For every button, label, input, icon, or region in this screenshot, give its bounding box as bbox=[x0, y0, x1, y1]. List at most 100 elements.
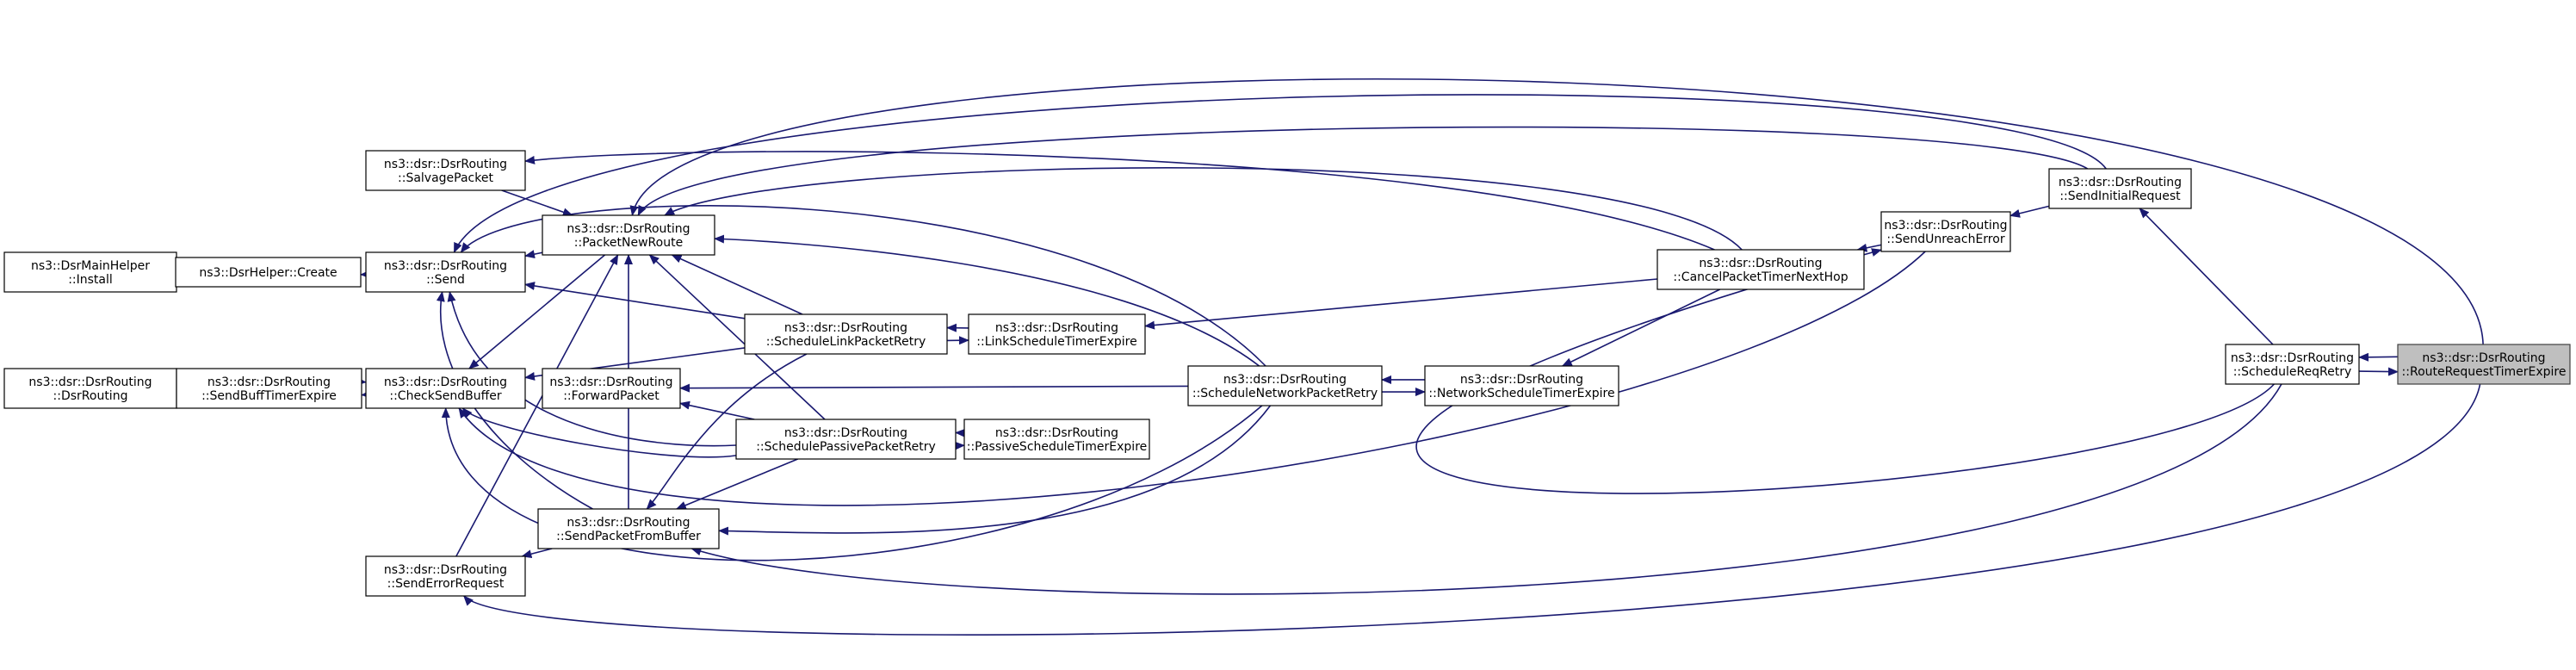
edge-cptnh-to-salvage bbox=[524, 151, 1715, 251]
edge-snpr-to-checksend bbox=[441, 405, 1263, 561]
node-box bbox=[963, 419, 1150, 460]
edge-rrte-to-senderror bbox=[463, 383, 2481, 636]
node-send[interactable]: ns3::dsr::DsrRouting::Send bbox=[365, 251, 526, 293]
node-nste[interactable]: ns3::dsr::DsrRouting::NetworkScheduleTim… bbox=[1424, 365, 1619, 406]
node-slpr[interactable]: ns3::dsr::DsrRouting::ScheduleLinkPacket… bbox=[744, 313, 948, 355]
node-box bbox=[175, 257, 362, 288]
node-label-line: ::RouteRequestTimerExpire bbox=[2402, 365, 2567, 379]
node-fwd[interactable]: ns3::dsr::DsrRouting::ForwardPacket bbox=[542, 368, 681, 409]
node-label-line: ::NetworkScheduleTimerExpire bbox=[1428, 387, 1614, 400]
edge-srr-to-rrte bbox=[2358, 367, 2399, 376]
node-label-line: ::Send bbox=[426, 273, 465, 287]
node-label-line: ns3::DsrMainHelper bbox=[31, 259, 150, 273]
node-salvage[interactable]: ns3::dsr::DsrRouting::SalvagePacket bbox=[365, 150, 526, 191]
edge-sue-to-checksend bbox=[458, 251, 1926, 506]
node-label-line: ::SalvagePacket bbox=[398, 171, 493, 185]
edge-sir-to-send bbox=[453, 94, 2107, 253]
node-box bbox=[537, 508, 720, 549]
node-label-line: ns3::dsr::DsrRouting bbox=[384, 563, 507, 577]
node-label-line: ::ScheduleLinkPacketRetry bbox=[766, 335, 926, 349]
node-layer: ns3::DsrMainHelper::Install ns3::DsrHelpe… bbox=[3, 150, 2571, 597]
node-label-line: ::PassiveScheduleTimerExpire bbox=[967, 440, 1148, 454]
edge-snpr-to-pnr bbox=[714, 234, 1260, 367]
edge-cptnh-to-pnr bbox=[664, 167, 1743, 251]
node-box bbox=[2397, 344, 2571, 385]
node-lste[interactable]: ns3::dsr::DsrRouting::LinkScheduleTimerE… bbox=[968, 313, 1146, 355]
node-label-line: ns3::dsr::DsrRouting bbox=[567, 516, 690, 530]
edge-snpr-to-spfb bbox=[718, 405, 1272, 536]
node-label-line: ::Install bbox=[68, 273, 113, 287]
node-label-line: ns3::dsr::DsrRouting bbox=[28, 375, 152, 389]
node-label-line: ::ForwardPacket bbox=[563, 389, 659, 403]
node-pnr[interactable]: ns3::dsr::DsrRouting::PacketNewRoute bbox=[542, 214, 715, 256]
node-label-line: ns3::dsr::DsrRouting bbox=[2422, 351, 2545, 365]
edge-layer bbox=[166, 78, 2484, 636]
edge-sppr-to-checksend bbox=[461, 407, 737, 458]
node-snpr[interactable]: ns3::dsr::DsrRouting::ScheduleNetworkPac… bbox=[1187, 365, 1383, 406]
node-label-line: ns3::dsr::DsrRouting bbox=[784, 321, 907, 335]
node-label-line: ::ScheduleReqRetry bbox=[2233, 365, 2352, 379]
node-label-line: ns3::dsr::DsrRouting bbox=[1884, 219, 2007, 233]
node-box bbox=[1424, 365, 1619, 406]
edge-salvage-to-pnr bbox=[501, 189, 573, 217]
node-install[interactable]: ns3::DsrMainHelper::Install bbox=[3, 251, 177, 293]
node-srr[interactable]: ns3::dsr::DsrRouting::ScheduleReqRetry bbox=[2225, 344, 2360, 385]
edge-spfb-to-senderror bbox=[521, 548, 553, 559]
node-rrte[interactable]: ns3::dsr::DsrRouting::RouteRequestTimerE… bbox=[2397, 344, 2571, 385]
node-label-line: ::PacketNewRoute bbox=[574, 236, 683, 250]
node-box bbox=[176, 368, 362, 409]
edge-sue-to-cptnh bbox=[1856, 243, 1882, 252]
node-box bbox=[365, 555, 526, 597]
edge-slpr-to-send bbox=[524, 282, 746, 319]
node-box bbox=[1880, 211, 2011, 252]
edge-cptnh-to-nste bbox=[1561, 288, 1721, 367]
edge-senderror-to-pnr bbox=[455, 254, 619, 557]
node-cptnh[interactable]: ns3::dsr::DsrRouting::CancelPacketTimerN… bbox=[1656, 249, 1865, 290]
node-label-line: ns3::dsr::DsrRouting bbox=[995, 426, 1118, 440]
node-label-line: ::SchedulePassivePacketRetry bbox=[756, 440, 936, 454]
edge-sppr-to-fwd bbox=[679, 400, 755, 420]
node-create[interactable]: ns3::DsrHelper::Create bbox=[175, 257, 362, 288]
edge-slpr-to-spfb bbox=[646, 353, 808, 510]
node-sue[interactable]: ns3::dsr::DsrRouting::SendUnreachError bbox=[1880, 211, 2011, 252]
node-label-line: ns3::dsr::DsrRouting bbox=[384, 259, 507, 273]
node-box bbox=[1187, 365, 1383, 406]
edge-sppr-to-pnr bbox=[648, 254, 826, 420]
edge-snpr-to-fwd bbox=[679, 383, 1189, 393]
node-sir[interactable]: ns3::dsr::DsrRouting::SendInitialRequest bbox=[2048, 168, 2192, 209]
node-label-line: ::SendInitialRequest bbox=[2059, 189, 2181, 203]
node-box bbox=[365, 251, 526, 293]
node-label-line: ns3::dsr::DsrRouting bbox=[2231, 351, 2354, 365]
node-box bbox=[744, 313, 948, 355]
node-box bbox=[365, 368, 526, 409]
node-pste[interactable]: ns3::dsr::DsrRouting::PassiveScheduleTim… bbox=[963, 419, 1150, 460]
node-box bbox=[542, 214, 715, 256]
edge-srr-to-sir bbox=[2139, 208, 2274, 345]
node-label-line: ns3::dsr::DsrRouting bbox=[207, 375, 331, 389]
node-label-line: ::SendPacketFromBuffer bbox=[556, 530, 701, 543]
edge-snpr-to-send bbox=[460, 204, 1266, 367]
node-label-line: ns3::dsr::DsrRouting bbox=[384, 375, 507, 389]
edge-pnr-to-send bbox=[524, 250, 543, 259]
node-ctor[interactable]: ns3::dsr::DsrRouting::DsrRouting bbox=[3, 368, 177, 409]
node-spfb[interactable]: ns3::dsr::DsrRouting::SendPacketFromBuff… bbox=[537, 508, 720, 549]
edge-rrte-to-pnr bbox=[629, 78, 2484, 345]
node-label-line: ::LinkScheduleTimerExpire bbox=[976, 335, 1136, 349]
node-sppr[interactable]: ns3::dsr::DsrRouting::SchedulePassivePac… bbox=[735, 419, 957, 460]
node-box bbox=[2225, 344, 2360, 385]
edge-sppr-to-spfb bbox=[675, 458, 798, 510]
node-label-line: ns3::dsr::DsrRouting bbox=[784, 426, 907, 440]
node-label-line: ns3::dsr::DsrRouting bbox=[549, 375, 672, 389]
node-senderror[interactable]: ns3::dsr::DsrRouting::SendErrorRequest bbox=[365, 555, 526, 597]
edge-pnr-to-checksend bbox=[468, 254, 606, 369]
node-checksend[interactable]: ns3::dsr::DsrRouting::CheckSendBuffer bbox=[365, 368, 526, 409]
node-label-line: ns3::DsrHelper::Create bbox=[199, 266, 337, 280]
node-label-line: ::SendErrorRequest bbox=[387, 577, 505, 591]
node-box bbox=[3, 368, 177, 409]
node-label-line: ::DsrRouting bbox=[53, 389, 128, 403]
node-box bbox=[542, 368, 681, 409]
edge-sir-to-sue bbox=[2009, 205, 2050, 218]
edge-srr-to-spfb bbox=[690, 383, 2282, 595]
node-sendbuff[interactable]: ns3::dsr::DsrRouting::SendBuffTimerExpir… bbox=[176, 368, 362, 409]
